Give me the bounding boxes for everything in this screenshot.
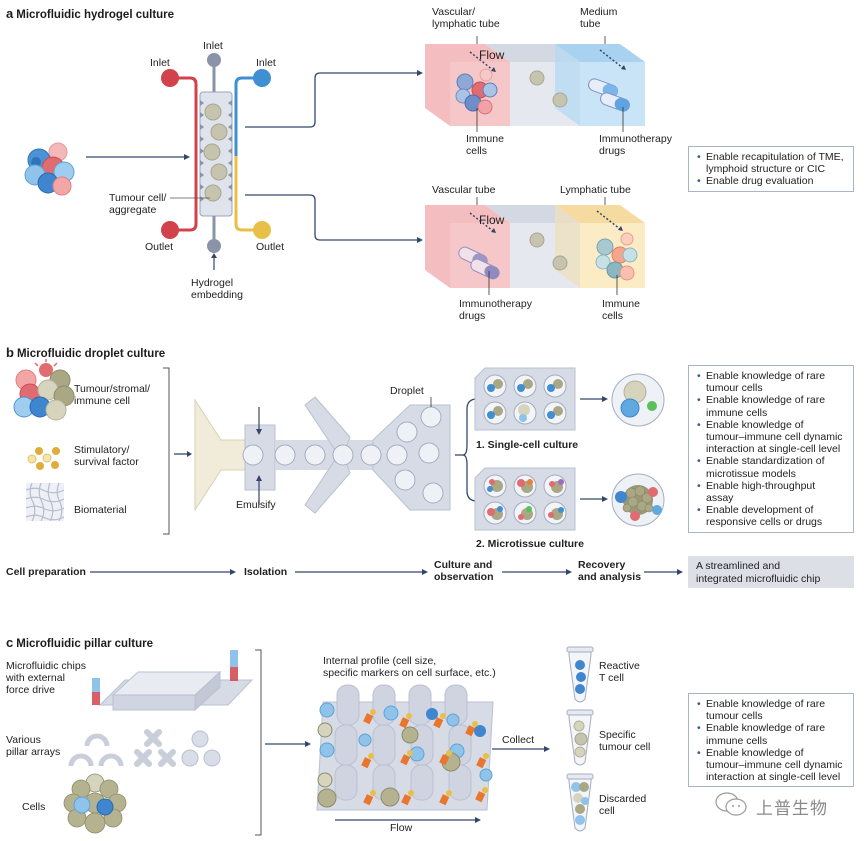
- microtissue-culture-label: 2. Microtissue culture: [476, 538, 584, 550]
- inlet-right-label: Inlet: [256, 57, 276, 69]
- workflow-step-isolation: Isolation: [244, 566, 288, 578]
- input-label-cells: Tumour/stromal/ immune cell: [74, 383, 151, 407]
- emulsify-label: Emulsify: [236, 499, 276, 511]
- integrated-chip-result: A streamlined and integrated microfluidi…: [688, 556, 854, 588]
- pillar-arrays-label: Various pillar arrays: [6, 734, 61, 758]
- collect-arrow: [492, 746, 550, 752]
- specific-tumour-cell-tube: [566, 709, 594, 766]
- workflow-step-recovery: Recovery and analysis: [578, 559, 642, 583]
- microtissue-culture-plate: [474, 467, 665, 531]
- bottom-flow-label: Flow: [479, 213, 505, 227]
- tumour-stromal-immune-cell-icon: [13, 359, 75, 421]
- benefit-item: Enable drug evaluation: [697, 175, 847, 187]
- cells-label: Cells: [22, 801, 46, 813]
- arrow-to-chip: [86, 154, 190, 160]
- tumour-cell-label: Tumour cell/ aggregate: [109, 192, 167, 216]
- benefit-item: Enable knowledge of rare tumour cells: [697, 370, 847, 394]
- workflow-arrows: [90, 569, 683, 575]
- input-bracket-c: [255, 649, 311, 836]
- collect-label: Collect: [502, 734, 535, 746]
- panel-a-benefits-box: Enable recapitulation of TME, lymphoid s…: [688, 146, 854, 192]
- single-cell-culture-plate: [474, 367, 665, 431]
- top-tube-left-label: Vascular/ lymphatic tube: [432, 6, 500, 30]
- vascular-lymphatic-tube-model: [425, 197, 645, 295]
- cell-aggregate-icon: [63, 773, 127, 834]
- bottom-tube-right-label: Lymphatic tube: [560, 184, 631, 196]
- internal-profile-label: Internal profile (cell size, specific ma…: [323, 655, 496, 679]
- bottom-tube-left-label: Vascular tube: [432, 184, 496, 196]
- chip-external-force-label: Microfluidic chips with external force d…: [6, 660, 86, 696]
- outlet-right-label: Outlet: [256, 241, 285, 253]
- benefit-item: Enable high-throughput assay: [697, 480, 847, 504]
- benefit-item: Enable knowledge of tumour–immune cell d…: [697, 747, 847, 784]
- input-label-biomaterial: Biomaterial: [74, 504, 127, 516]
- panel-c-benefits-box: Enable knowledge of rare tumour cells En…: [688, 693, 854, 787]
- benefit-item: Enable recapitulation of TME, lymphoid s…: [697, 151, 847, 175]
- single-cell-culture-label: 1. Single-cell culture: [476, 439, 579, 451]
- discarded-cell-tube: [566, 773, 594, 832]
- watermark-text: 上普生物: [756, 799, 828, 818]
- pillar-chip-diagram: [316, 684, 494, 823]
- external-force-chip-icon: [92, 650, 254, 712]
- benefit-item: Enable development of responsive cells o…: [697, 504, 847, 528]
- droplet-label: Droplet: [390, 385, 424, 397]
- pillar-arrays-icon: [68, 729, 221, 767]
- workflow-step-culture: Culture and observation: [434, 559, 494, 583]
- workflow-step-cell-preparation: Cell preparation: [6, 566, 86, 578]
- top-flow-label: Flow: [479, 48, 505, 62]
- specific-tumour-cell-label: Specific tumour cell: [599, 729, 651, 753]
- benefit-item: Enable knowledge of rare tumour cells: [697, 698, 847, 722]
- reactive-t-cell-label: Reactive T cell: [599, 660, 640, 684]
- stimulatory-factor-icon: [27, 447, 60, 470]
- input-bracket-b: [163, 367, 192, 535]
- bottom-immunotherapy-label: Immunotherapy drugs: [459, 298, 532, 322]
- hydrogel-embedding-label: Hydrogel embedding: [191, 277, 243, 301]
- benefit-item: Enable knowledge of rare immune cells: [697, 394, 847, 418]
- hydrogel-chip-diagram: [161, 53, 271, 270]
- reactive-t-cell-tube: [566, 646, 594, 703]
- biomaterial-mesh-icon: [25, 482, 65, 522]
- panel-b-benefits-box: Enable knowledge of rare tumour cells En…: [688, 365, 854, 533]
- top-immune-cells-label: Immune cells: [466, 133, 504, 157]
- branch-arrows-a: [245, 70, 423, 243]
- droplet-generator-chip: [194, 396, 451, 514]
- outlet-left-label: Outlet: [145, 241, 174, 253]
- discarded-cell-label: Discarded cell: [599, 793, 647, 817]
- vascular-medium-tube-model: [425, 36, 645, 132]
- benefit-item: Enable standardization of microtissue mo…: [697, 455, 847, 479]
- input-label-factor: Stimulatory/ survival factor: [74, 444, 139, 468]
- flow-label-c: Flow: [390, 822, 413, 834]
- benefit-item: Enable knowledge of rare immune cells: [697, 722, 847, 746]
- immune-cell-cluster-icon: [24, 142, 75, 196]
- benefit-item: Enable knowledge of tumour–immune cell d…: [697, 419, 847, 456]
- inlet-top-label: Inlet: [203, 40, 223, 52]
- bottom-immune-cells-label: Immune cells: [602, 298, 640, 322]
- inlet-left-label: Inlet: [150, 57, 170, 69]
- wechat-logo-icon: [715, 792, 747, 816]
- top-tube-right-label: Medium tube: [580, 6, 618, 30]
- top-immunotherapy-label: Immunotherapy drugs: [599, 133, 672, 157]
